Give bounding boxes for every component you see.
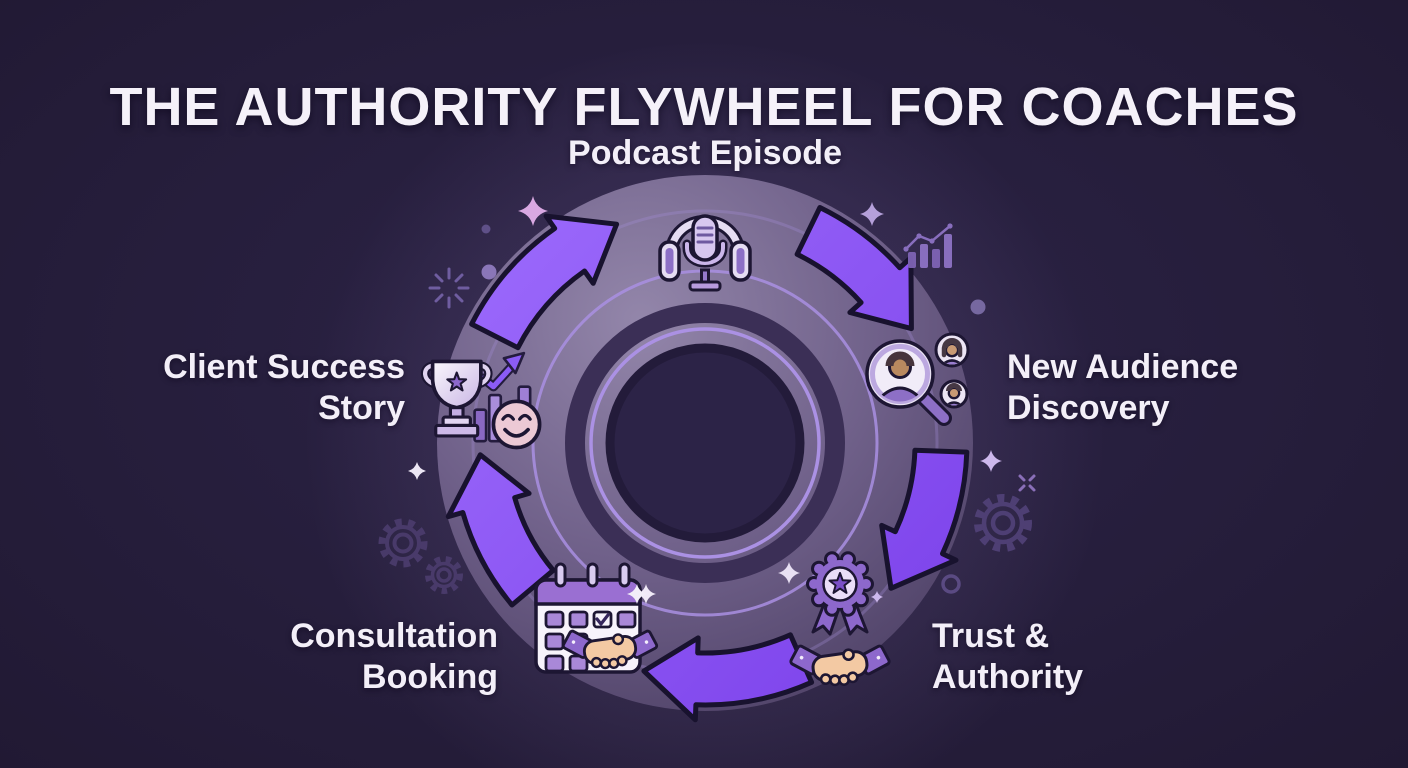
- check-icon: [595, 613, 610, 626]
- flywheel-band-dark: [565, 303, 845, 583]
- gear-icon: [974, 494, 1032, 552]
- avatar: [934, 332, 970, 368]
- avatar: [939, 379, 969, 409]
- flow-arrows: [445, 205, 970, 723]
- dot-accent: [481, 224, 491, 234]
- award-badge-handshake-icon: [789, 551, 891, 687]
- microphone-icon: [682, 214, 728, 292]
- dot-accent: [481, 264, 497, 280]
- background-decorations: [378, 196, 1036, 604]
- analytics-chart-icon: [903, 223, 953, 268]
- award-badge-icon: [806, 551, 874, 636]
- stage-label-line: Trust &: [932, 617, 1050, 655]
- calendar-handshake-icon: [534, 562, 659, 674]
- stage-label-line: Authority: [932, 658, 1084, 696]
- stage-label-line: Booking: [362, 658, 498, 696]
- audience-search-icon: [865, 332, 970, 426]
- sparkle-icon: [860, 202, 884, 226]
- stage-label-trust-authority: Trust & Authority: [932, 616, 1232, 698]
- stage-label-line: Podcast Episode: [568, 134, 842, 172]
- sparkle-icon: [778, 562, 800, 584]
- gear-icon: [425, 556, 463, 594]
- stage-label-line: Consultation: [290, 617, 498, 655]
- dot-ring-accent: [941, 574, 961, 594]
- stage-label-podcast-episode: Podcast Episode: [405, 133, 1005, 174]
- handshake-icon: [789, 644, 891, 687]
- stage-label-new-audience-discovery: New Audience Discovery: [1007, 347, 1327, 429]
- flow-arrow-consultation-booking-to-client-success-story: [445, 452, 556, 608]
- handshake-icon: [561, 629, 659, 670]
- gear-icon: [378, 518, 428, 568]
- stage-label-consultation-booking: Consultation Booking: [198, 616, 498, 698]
- flow-arrow-trust-authority-to-consultation-booking: [641, 632, 815, 723]
- cross-sparkle-icon: [1018, 474, 1036, 492]
- sparkle-icon: [518, 196, 548, 226]
- dot-accent: [970, 299, 986, 315]
- flywheel-hub: [605, 343, 805, 543]
- trophy-icon: [420, 359, 493, 438]
- sparkle-icon: [408, 462, 426, 480]
- flow-arrow-client-success-story-to-podcast-episode: [469, 213, 620, 351]
- burst-icon: [428, 267, 470, 309]
- star-icon: [446, 371, 468, 392]
- microphone-headphones-icon: [658, 214, 752, 292]
- smiley-face-icon: [491, 399, 542, 450]
- trophy-growth-chart-smiley-icon: [420, 351, 542, 450]
- stage-label-line: Story: [318, 389, 405, 427]
- stage-label-client-success-story: Client Success Story: [105, 347, 405, 429]
- flow-arrow-podcast-episode-to-new-audience-discovery: [794, 205, 914, 332]
- sparkle-icon: [980, 450, 1002, 472]
- star-icon: [828, 572, 852, 594]
- stage-label-line: Discovery: [1007, 389, 1170, 427]
- stage-label-line: Client Success: [163, 348, 405, 386]
- page-title: THE AUTHORITY FLYWHEEL FOR COACHES: [109, 77, 1299, 138]
- flow-arrow-new-audience-discovery-to-trust-authority: [879, 447, 970, 591]
- sparkle-icon: [627, 584, 647, 604]
- sparkle-icon: [871, 591, 883, 603]
- magnifier-person-icon: [865, 339, 952, 426]
- stage-label-line: New Audience: [1007, 348, 1239, 386]
- flywheel-ring-inner: [589, 327, 821, 559]
